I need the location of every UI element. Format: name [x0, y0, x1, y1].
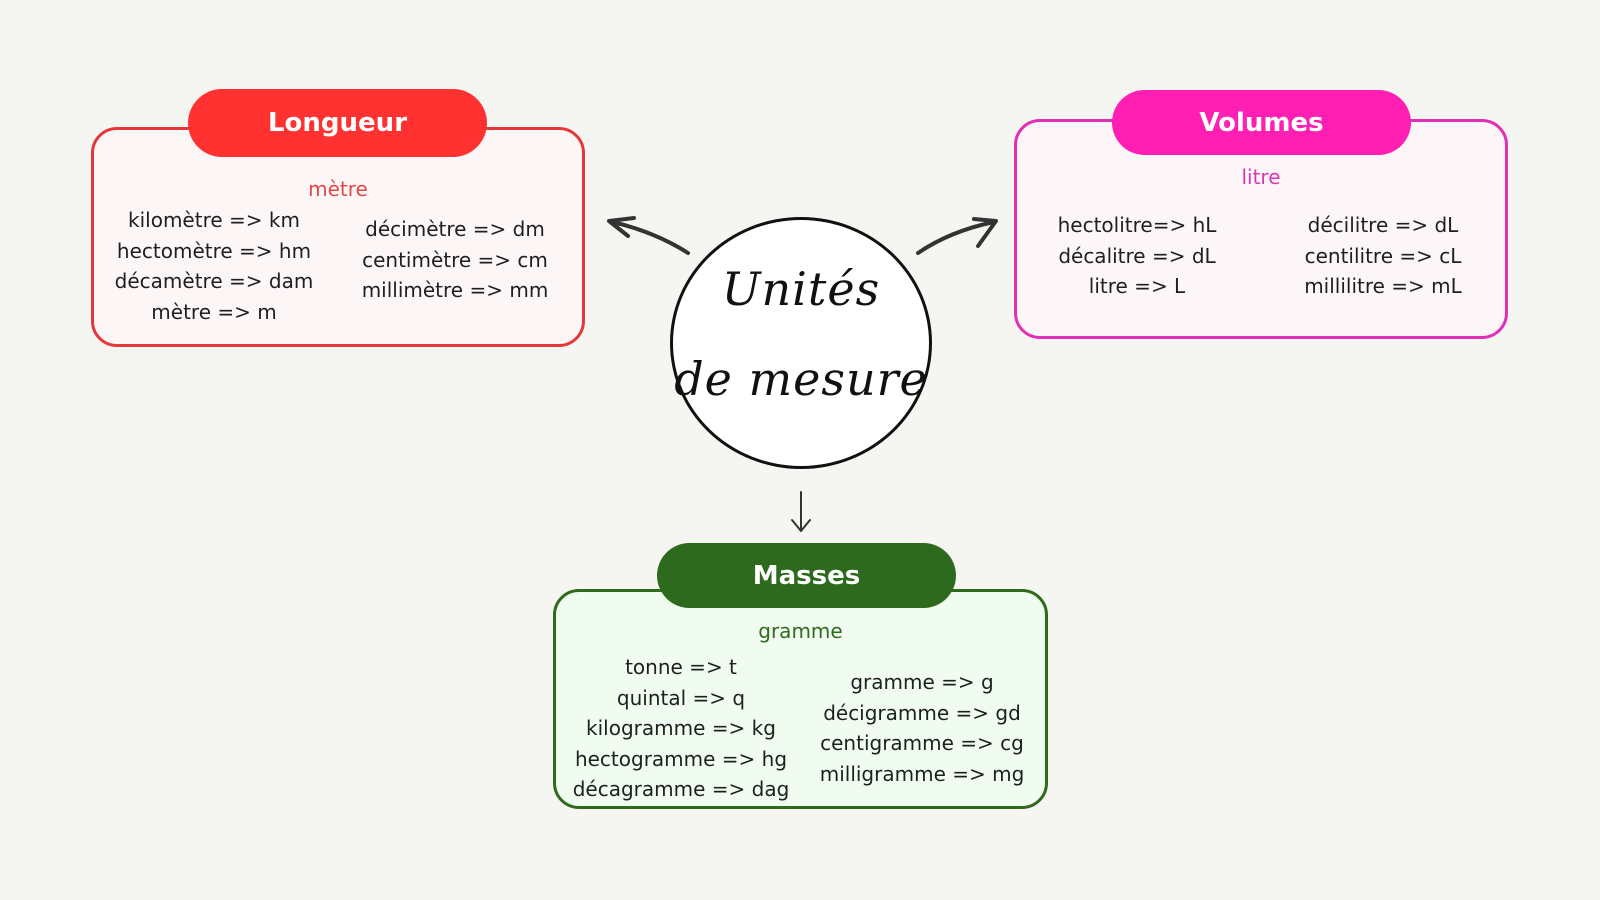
masses-title: Masses: [657, 543, 956, 608]
list-item: milligramme => mg: [819, 761, 1025, 786]
list-item: décalitre => dL: [1058, 243, 1216, 268]
volumes-title: Volumes: [1112, 90, 1411, 155]
volumes-card: litre hectolitre=> hL décalitre => dL li…: [1014, 119, 1508, 339]
longueur-card: mètre kilomètre => km hectomètre => hm d…: [91, 127, 585, 347]
center-title-line2: de mesure: [674, 352, 928, 406]
masses-list-right: gramme => g décigramme => gd centigramme…: [802, 667, 1042, 789]
list-item: tonne => t: [625, 655, 737, 679]
arrowhead-longueur: [607, 216, 636, 238]
masses-base-unit: gramme: [758, 619, 843, 643]
list-item: décilitre => dL: [1307, 213, 1459, 237]
list-item: millimètre => mm: [361, 278, 549, 302]
list-item: décagramme => dag: [572, 777, 790, 801]
list-item: décimètre => dm: [365, 217, 545, 241]
list-item: hectolitre=> hL: [1057, 213, 1217, 237]
list-item: kilomètre => km: [128, 208, 300, 232]
list-item: quintal => q: [616, 685, 746, 710]
volumes-list-left: hectolitre=> hL décalitre => dL litre =>…: [1017, 210, 1257, 302]
list-item: mètre => m: [151, 299, 277, 324]
longueur-base-unit: mètre: [308, 177, 368, 201]
list-item: hectomètre => hm: [116, 238, 312, 263]
list-item: centimètre => cm: [362, 247, 548, 272]
list-item: décamètre => dam: [114, 269, 314, 293]
arrowhead-volumes: [972, 217, 998, 248]
list-item: litre => L: [1088, 274, 1186, 298]
arrow-to-volumes: [916, 220, 996, 255]
volumes-base-unit: litre: [1241, 165, 1281, 189]
center-title-line1: Unités: [721, 262, 881, 316]
list-item: millilitre => mL: [1304, 274, 1462, 298]
volumes-list-right: décilitre => dL centilitre => cL millili…: [1263, 210, 1503, 302]
arrow-to-longueur: [610, 220, 690, 255]
list-item: centilitre => cL: [1304, 243, 1462, 268]
longueur-title: Longueur: [188, 89, 487, 157]
list-item: kilogramme => kg: [586, 716, 776, 740]
longueur-list-left: kilomètre => km hectomètre => hm décamèt…: [94, 205, 334, 327]
longueur-list-right: décimètre => dm centimètre => cm millimè…: [340, 214, 570, 306]
list-item: hectogramme => hg: [574, 746, 788, 771]
list-item: gramme => g: [850, 670, 994, 694]
arrowhead-masses: [791, 519, 811, 532]
list-item: décigramme => gd: [823, 700, 1021, 725]
center-topic-circle: Unités de mesure: [670, 217, 932, 469]
masses-list-left: tonne => t quintal => q kilogramme => kg…: [561, 652, 801, 805]
list-item: centigramme => cg: [820, 731, 1024, 755]
masses-card: gramme tonne => t quintal => q kilogramm…: [553, 589, 1048, 809]
